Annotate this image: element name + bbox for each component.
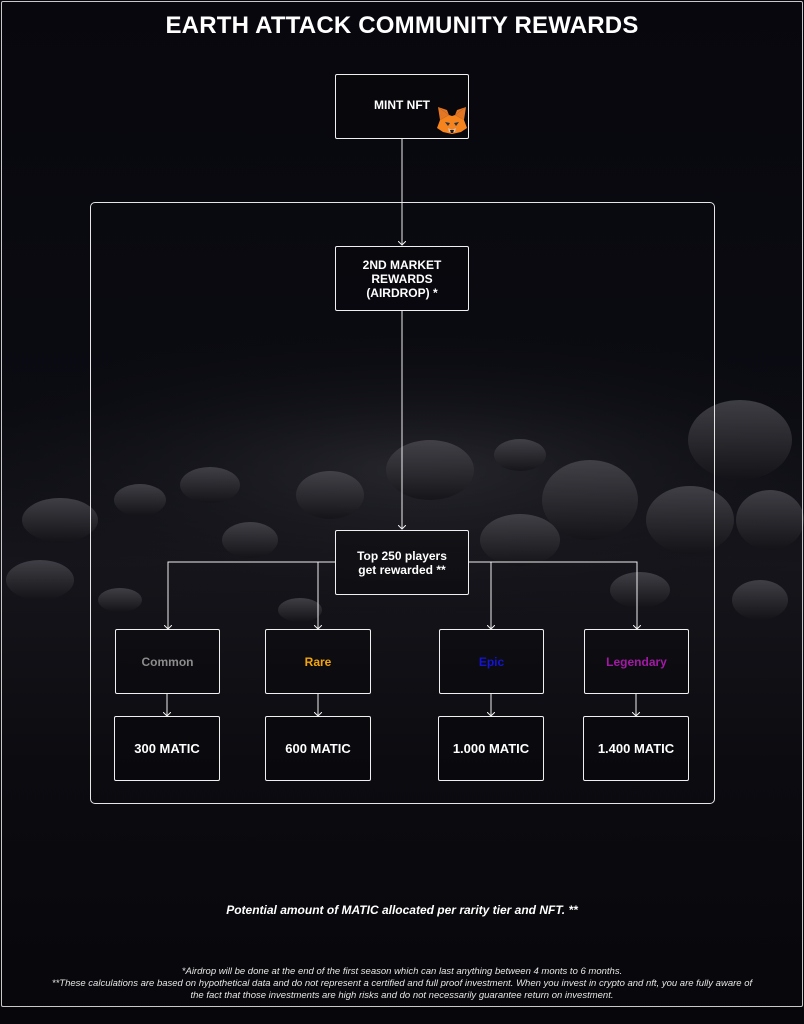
connector-top-left	[168, 561, 335, 629]
reward-common-label: 300 MATIC	[134, 740, 200, 756]
page-title: EARTH ATTACK COMMUNITY REWARDS	[165, 12, 639, 39]
market-label-line3: (AIRDROP) *	[366, 285, 438, 300]
reward-legendary-node: 1.400 MATIC	[583, 716, 689, 781]
second-market-rewards-node: 2ND MARKET REWARDS (AIRDROP) *	[335, 246, 469, 311]
reward-epic-label: 1.000 MATIC	[452, 740, 530, 756]
tier-common-label: Common	[141, 654, 194, 669]
tier-common-node: Common	[115, 629, 220, 694]
reward-rare-label: 600 MATIC	[285, 740, 351, 756]
tier-epic-node: Epic	[439, 629, 544, 694]
tier-rare-label: Rare	[304, 654, 332, 669]
top-label-line2: get rewarded **	[358, 562, 446, 577]
market-label-line2: REWARDS	[371, 271, 433, 286]
reward-legendary-label: 1.400 MATIC	[597, 740, 675, 756]
caption-text: Potential amount of MATIC allocated per …	[226, 903, 578, 917]
tier-legendary-node: Legendary	[584, 629, 689, 694]
footnote-disclaimer-line2: the fact that those investments are high…	[190, 990, 614, 1001]
top-label-line1: Top 250 players	[357, 548, 447, 563]
reward-rare-node: 600 MATIC	[265, 716, 371, 781]
top-players-node: Top 250 players get rewarded **	[335, 530, 469, 595]
market-label-line1: 2ND MARKET	[362, 257, 442, 272]
tier-rare-node: Rare	[265, 629, 371, 694]
reward-common-node: 300 MATIC	[114, 716, 220, 781]
footnote-disclaimer-line1: **These calculations are based on hypoth…	[51, 978, 753, 989]
reward-epic-node: 1.000 MATIC	[438, 716, 544, 781]
tier-epic-label: Epic	[478, 654, 505, 669]
mint-nft-label: MINT NFT	[374, 97, 430, 112]
footnote-airdrop: *Airdrop will be done at the end of the …	[181, 966, 623, 977]
connector-top-right	[469, 561, 637, 629]
fox-wallet-icon	[437, 107, 467, 134]
tier-legendary-label: Legendary	[606, 654, 667, 669]
